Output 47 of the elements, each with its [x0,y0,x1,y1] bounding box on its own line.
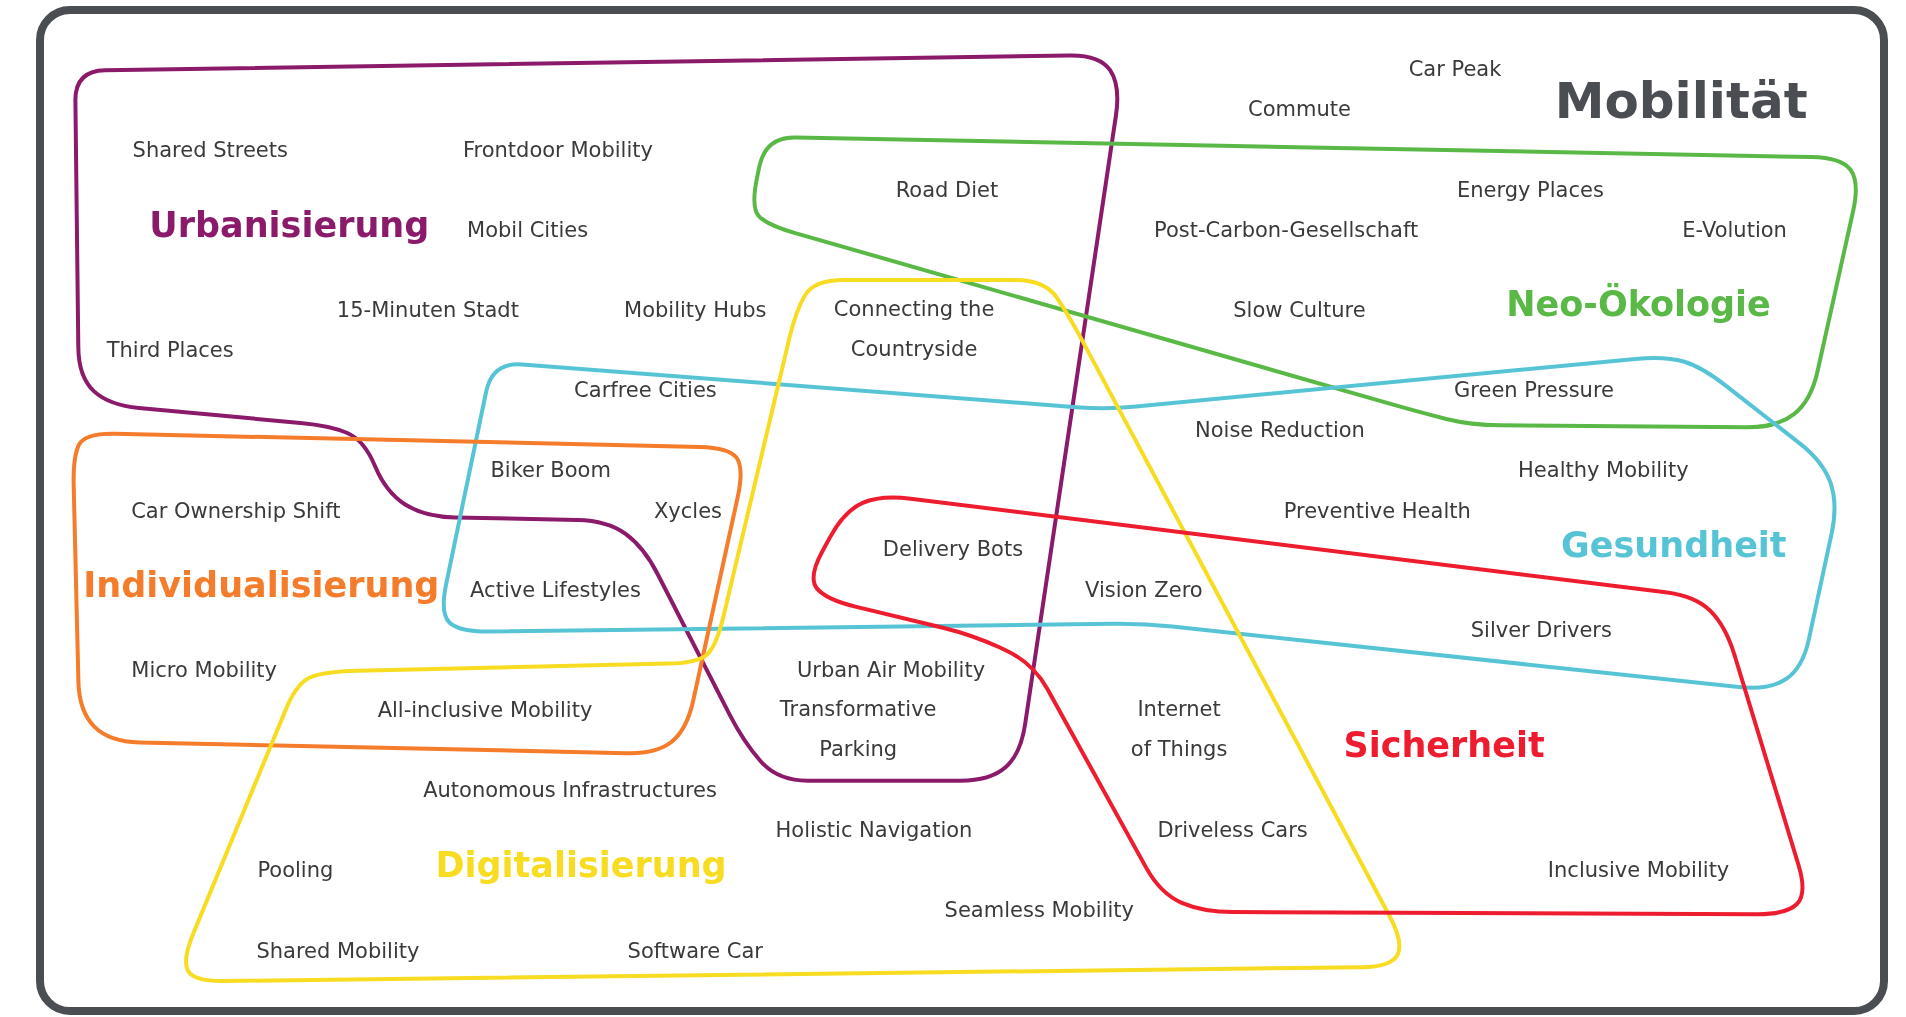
trend-label: Third Places [106,337,234,365]
trend-label: Inclusive Mobility [1547,857,1730,885]
trend-label: Delivery Bots [882,536,1024,564]
trend-label: Slow Culture [1233,296,1366,324]
region-heading: Gesundheit [1561,523,1787,567]
trend-label: Car Ownership Shift [131,497,341,525]
region-heading: Individualisierung [83,563,440,607]
trend-label: Software Car [627,937,763,965]
trend-label: E-Volution [1682,216,1787,244]
trend-label: Healthy Mobility [1518,457,1689,485]
trend-label: Frontdoor Mobility [463,136,653,164]
trend-label: Green Pressure [1454,377,1614,405]
trend-label: Active Lifestyles [470,576,641,604]
trend-label: Xycles [653,497,723,525]
trend-label: Seamless Mobility [944,897,1134,925]
trend-label: Micro Mobility [131,656,278,684]
trend-label: Shared Streets [132,136,288,164]
trend-label: Preventive Health [1283,497,1471,525]
trend-label: Transformative Parking [778,696,938,764]
trend-label: Connecting the Countryside [832,296,996,364]
region-heading: Digitalisierung [435,844,727,888]
trend-label: Energy Places [1456,176,1604,204]
trend-label: Urban Air Mobility [796,656,986,684]
trend-label: Holistic Navigation [775,817,973,845]
trend-label: Mobil Cities [467,216,589,244]
trend-label: Noise Reduction [1195,417,1365,445]
trend-label: Car Peak [1408,56,1502,84]
trend-label: Internet of Things [1129,696,1229,764]
trend-label: Pooling [257,857,334,885]
trend-label: Post-Carbon-Gesellschaft [1154,216,1419,244]
trend-label: Vision Zero [1085,576,1203,604]
frame [36,6,1888,1015]
trend-label: Shared Mobility [256,937,420,965]
trend-label: Driveless Cars [1157,817,1308,845]
trend-label: 15-Minuten Stadt [336,296,519,324]
trend-label: Carfree Cities [574,377,717,405]
region-heading: Sicherheit [1343,723,1545,767]
trend-label: Road Diet [895,176,999,204]
frame-heading: Mobilität [1554,70,1808,132]
trend-label: Autonomous Infrastructures [423,777,717,805]
trend-label: All-inclusive Mobility [377,696,593,724]
trend-label: Silver Drivers [1470,616,1612,644]
trend-label: Biker Boom [490,457,611,485]
trend-label: Commute [1248,96,1351,124]
region-heading: Neo-Ökologie [1506,282,1771,326]
region-heading: Urbanisierung [149,203,430,247]
trend-label: Mobility Hubs [624,296,767,324]
